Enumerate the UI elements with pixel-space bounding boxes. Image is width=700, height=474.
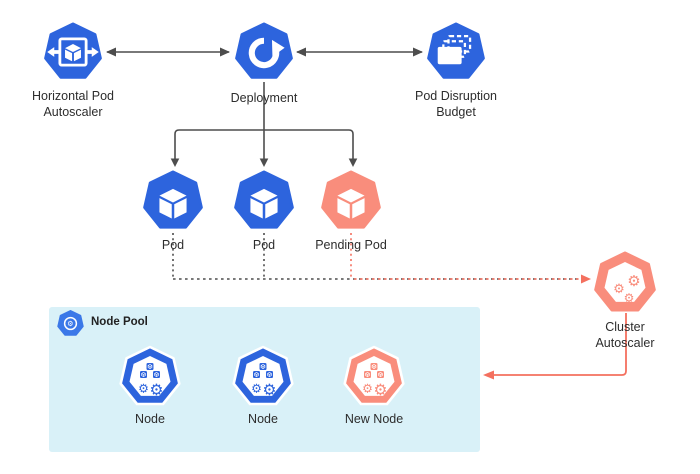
svg-text:⚙: ⚙: [138, 382, 149, 396]
node1-label: Node: [135, 412, 165, 426]
cluster-autoscaler-label: Cluster Autoscaler: [595, 320, 655, 350]
cubes-gears-icon: ⚙ ⚙: [232, 345, 294, 406]
gears-icon: ⚙ ⚙ ⚙: [594, 251, 656, 312]
cluster-autoscaler-node: ⚙ ⚙ ⚙: [593, 251, 657, 315]
svg-text:⚙: ⚙: [362, 382, 373, 396]
pdb-node: [426, 22, 486, 82]
new-node-label: New Node: [344, 412, 404, 426]
svg-text:⚙: ⚙: [150, 381, 164, 399]
node2: ⚙ ⚙: [231, 345, 295, 409]
circular-arrow-icon: [235, 22, 293, 79]
node-pool-label: Node Pool: [91, 316, 148, 328]
node2-label: Node: [248, 412, 278, 426]
pod1-label: Pod: [161, 238, 185, 252]
circle-gear-icon: ⚙: [57, 310, 84, 336]
connector-hpa-deployment: [106, 47, 230, 57]
connector-deployment-pdb: [296, 47, 423, 57]
svg-text:⚙: ⚙: [67, 319, 73, 328]
stacked-pods-icon: [427, 22, 485, 79]
svg-text:⚙: ⚙: [624, 291, 635, 305]
cubes-gears-icon: ⚙ ⚙: [343, 345, 405, 406]
deployment-label: Deployment: [230, 91, 298, 105]
cube-scale-arrows-icon: [44, 22, 102, 79]
node-pool-badge: ⚙: [57, 310, 84, 342]
svg-text:⚙: ⚙: [627, 272, 640, 290]
cubes-gears-icon: ⚙ ⚙: [119, 345, 181, 406]
pod2-node: [233, 170, 295, 232]
node1: ⚙ ⚙: [118, 345, 182, 409]
pdb-label: Pod Disruption Budget: [415, 89, 497, 119]
svg-text:⚙: ⚙: [263, 381, 277, 399]
new-node: ⚙ ⚙: [342, 345, 406, 409]
pod2-label: Pod: [252, 238, 276, 252]
svg-text:⚙: ⚙: [251, 382, 262, 396]
cube-icon: [234, 170, 294, 229]
svg-text:⚙: ⚙: [374, 381, 388, 399]
pod1-node: [142, 170, 204, 232]
svg-text:⚙: ⚙: [613, 282, 625, 297]
pending-pod-node: [320, 170, 382, 232]
hpa-label: Horizontal Pod Autoscaler: [32, 89, 114, 119]
deployment-node: [234, 22, 294, 82]
pending-pod-label: Pending Pod: [315, 238, 387, 252]
cube-icon: [321, 170, 381, 229]
hpa-node: [43, 22, 103, 82]
cube-icon: [143, 170, 203, 229]
